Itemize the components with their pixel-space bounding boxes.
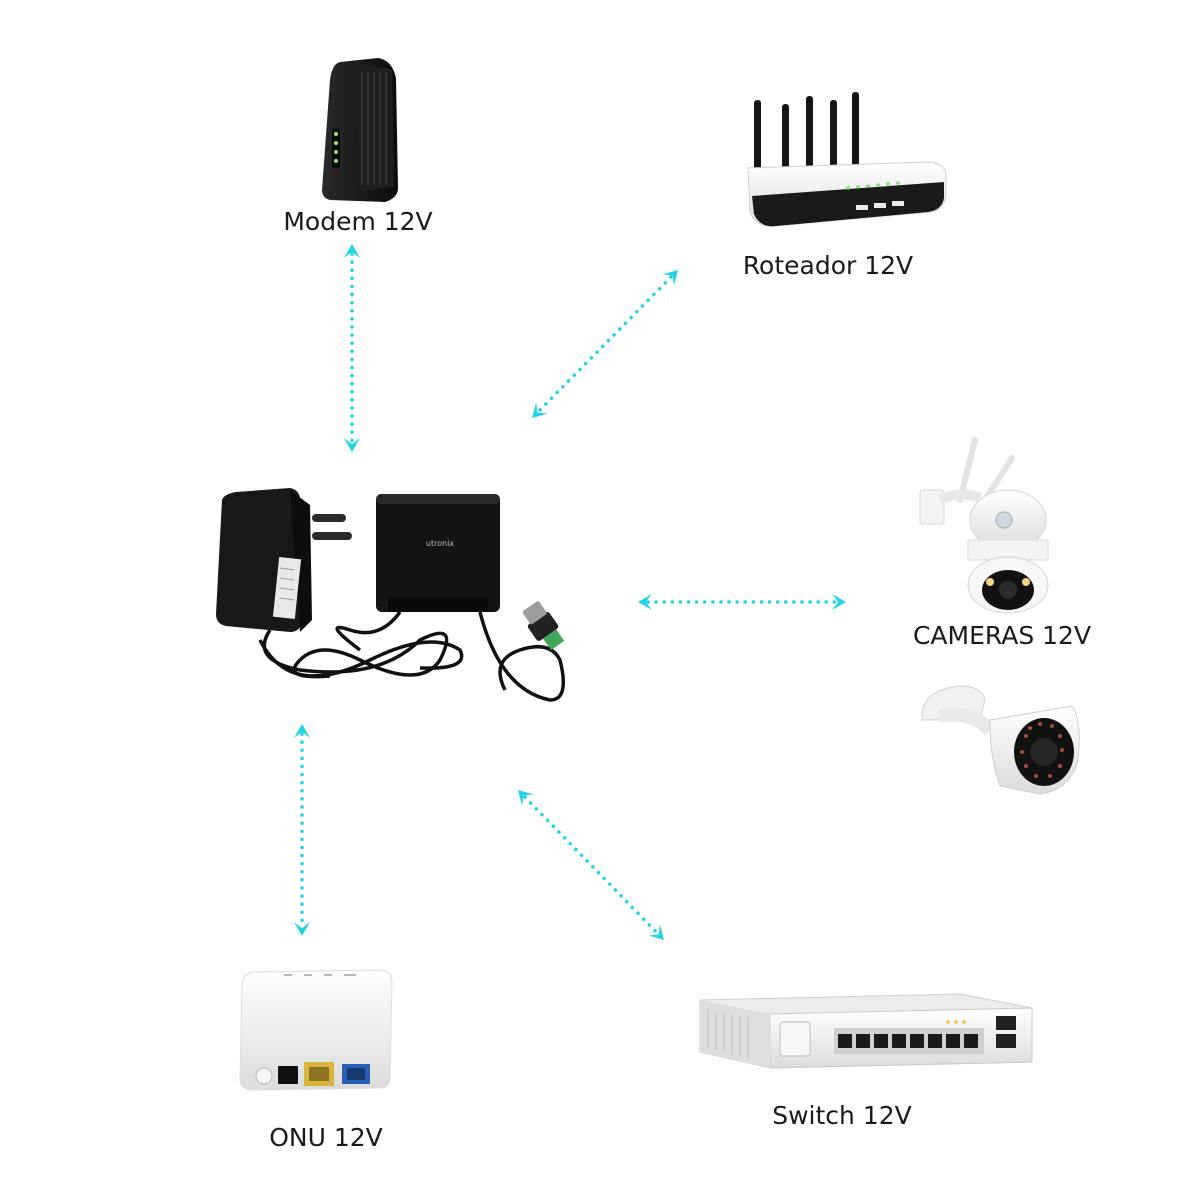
modem-icon <box>322 58 398 202</box>
arrow-router-head-start <box>662 270 678 286</box>
router-label: Roteador 12V <box>743 251 913 280</box>
router-icon <box>747 92 947 227</box>
switch-label: Switch 12V <box>772 1101 912 1130</box>
power-supply-brand: utronix <box>426 539 455 548</box>
power-supply-icon: utronix <box>216 488 566 702</box>
arrow-modem-head-start <box>344 244 360 258</box>
modem-label: Modem 12V <box>283 207 432 236</box>
arrow-switch-line <box>523 795 659 935</box>
cameras-label: CAMERAS 12V <box>913 621 1091 650</box>
camera-icon <box>919 437 1080 795</box>
arrow-cameras-head-start <box>638 594 652 610</box>
switch-icon <box>699 993 1033 1069</box>
arrow-onu-head-end <box>294 922 310 936</box>
arrow-onu-head-start <box>294 724 310 738</box>
arrow-router-head-end <box>532 402 548 418</box>
arrow-switch-head-start <box>518 790 534 806</box>
arrow-cameras-head-end <box>832 594 846 610</box>
arrow-switch-head-end <box>648 924 664 940</box>
onu-icon <box>239 969 393 1091</box>
onu-label: ONU 12V <box>269 1123 383 1152</box>
connection-arrows <box>294 244 846 940</box>
arrow-modem-head-end <box>344 438 360 452</box>
arrow-router-line <box>537 275 673 413</box>
